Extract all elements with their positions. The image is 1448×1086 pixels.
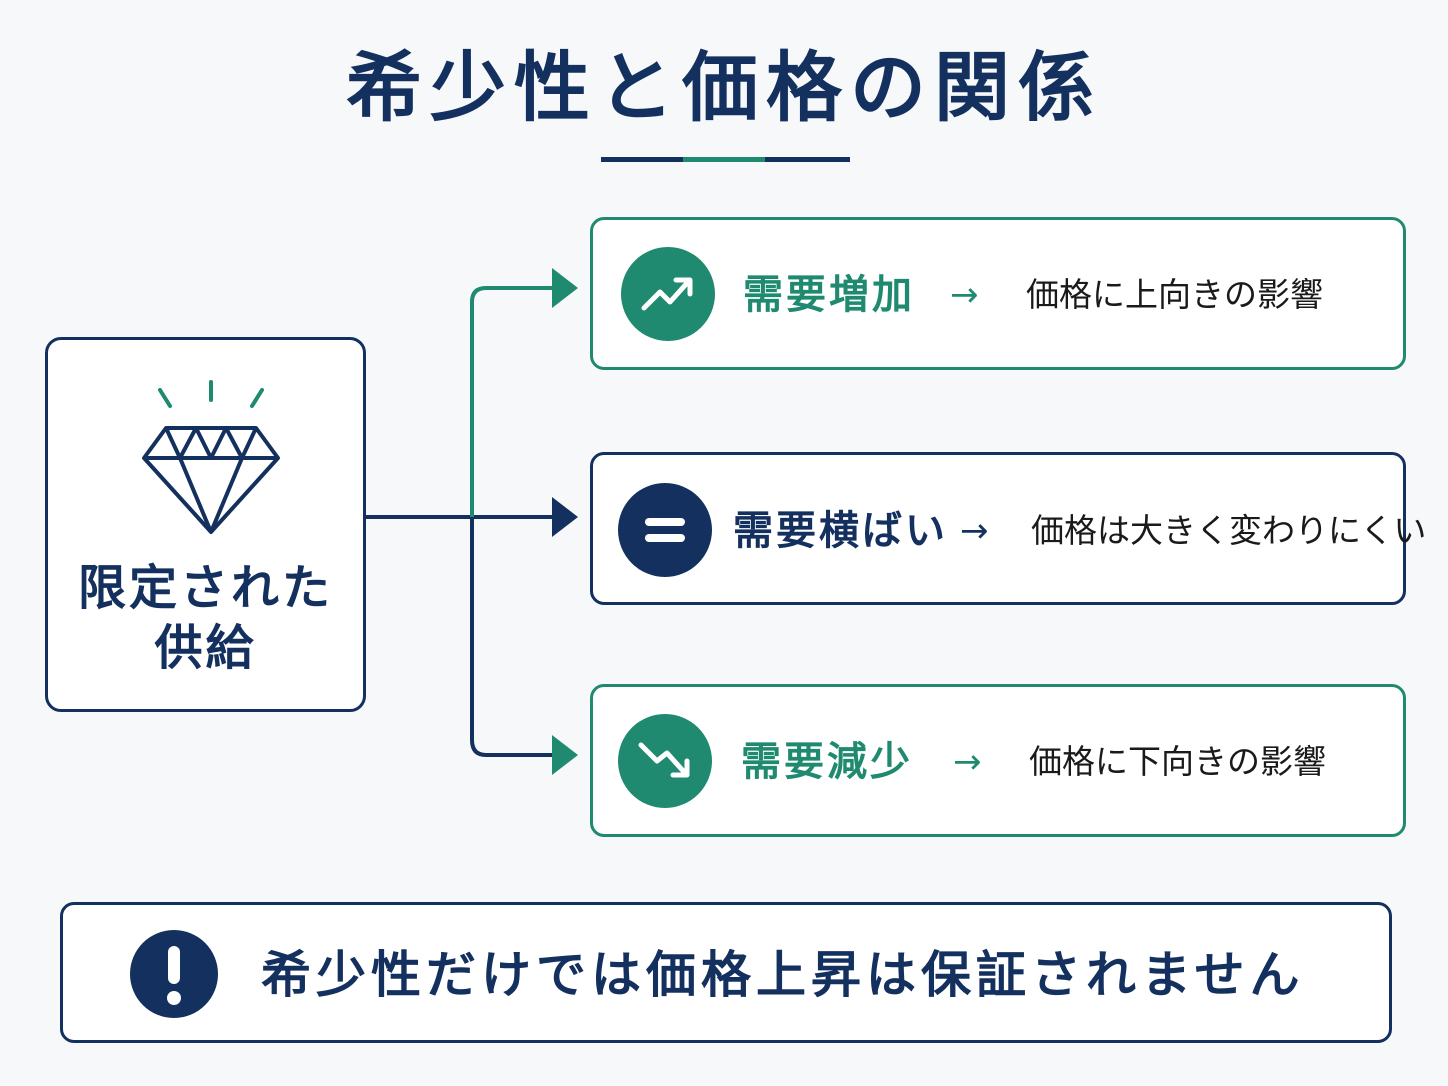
arrowhead-middle bbox=[552, 497, 578, 537]
title-underline-center bbox=[683, 157, 765, 162]
limited-supply-box: 限定された 供給 bbox=[45, 337, 366, 712]
right-arrow-icon: → bbox=[950, 275, 979, 315]
arrowhead-top bbox=[552, 268, 578, 308]
limited-supply-label-line1: 限定された bbox=[77, 560, 333, 616]
limited-supply-label: 限定された 供給 bbox=[48, 558, 363, 678]
right-arrow-icon: → bbox=[953, 742, 982, 782]
price-upward-effect-text: 価格に上向きの影響 bbox=[1026, 275, 1323, 314]
demand-decrease-label: 需要減少 bbox=[741, 739, 913, 785]
demand-flat-card: 需要横ばい → 価格は大きく変わりにくい bbox=[590, 452, 1426, 605]
price-stable-effect-text: 価格は大きく変わりにくい bbox=[1031, 511, 1427, 550]
trend-up-icon bbox=[621, 247, 715, 341]
page-title: 希少性と価格の関係 bbox=[346, 43, 1102, 132]
demand-increase-label: 需要増加 bbox=[743, 272, 915, 318]
demand-increase-card: 需要増加 → 価格に上向きの影響 bbox=[590, 217, 1406, 370]
title-underline-right bbox=[765, 157, 850, 162]
connector-down-line bbox=[470, 517, 555, 757]
price-downward-effect-text: 価格に下向きの影響 bbox=[1029, 742, 1326, 781]
demand-decrease-card: 需要減少 → 価格に下向きの影響 bbox=[590, 684, 1406, 837]
diamond-icon bbox=[142, 380, 280, 534]
warning-text: 希少性だけでは価格上昇は保証されません bbox=[261, 946, 1305, 1004]
arrowhead-bottom bbox=[552, 735, 578, 775]
warning-box: 希少性だけでは価格上昇は保証されません bbox=[60, 902, 1392, 1043]
trend-down-icon bbox=[618, 714, 712, 808]
limited-supply-label-line2: 供給 bbox=[154, 620, 257, 676]
exclamation-icon bbox=[130, 930, 218, 1018]
equals-icon bbox=[618, 483, 712, 577]
demand-flat-label: 需要横ばい bbox=[733, 508, 948, 554]
title-underline-left bbox=[601, 157, 683, 162]
right-arrow-icon: → bbox=[960, 511, 989, 551]
connector-up-line bbox=[470, 286, 555, 517]
